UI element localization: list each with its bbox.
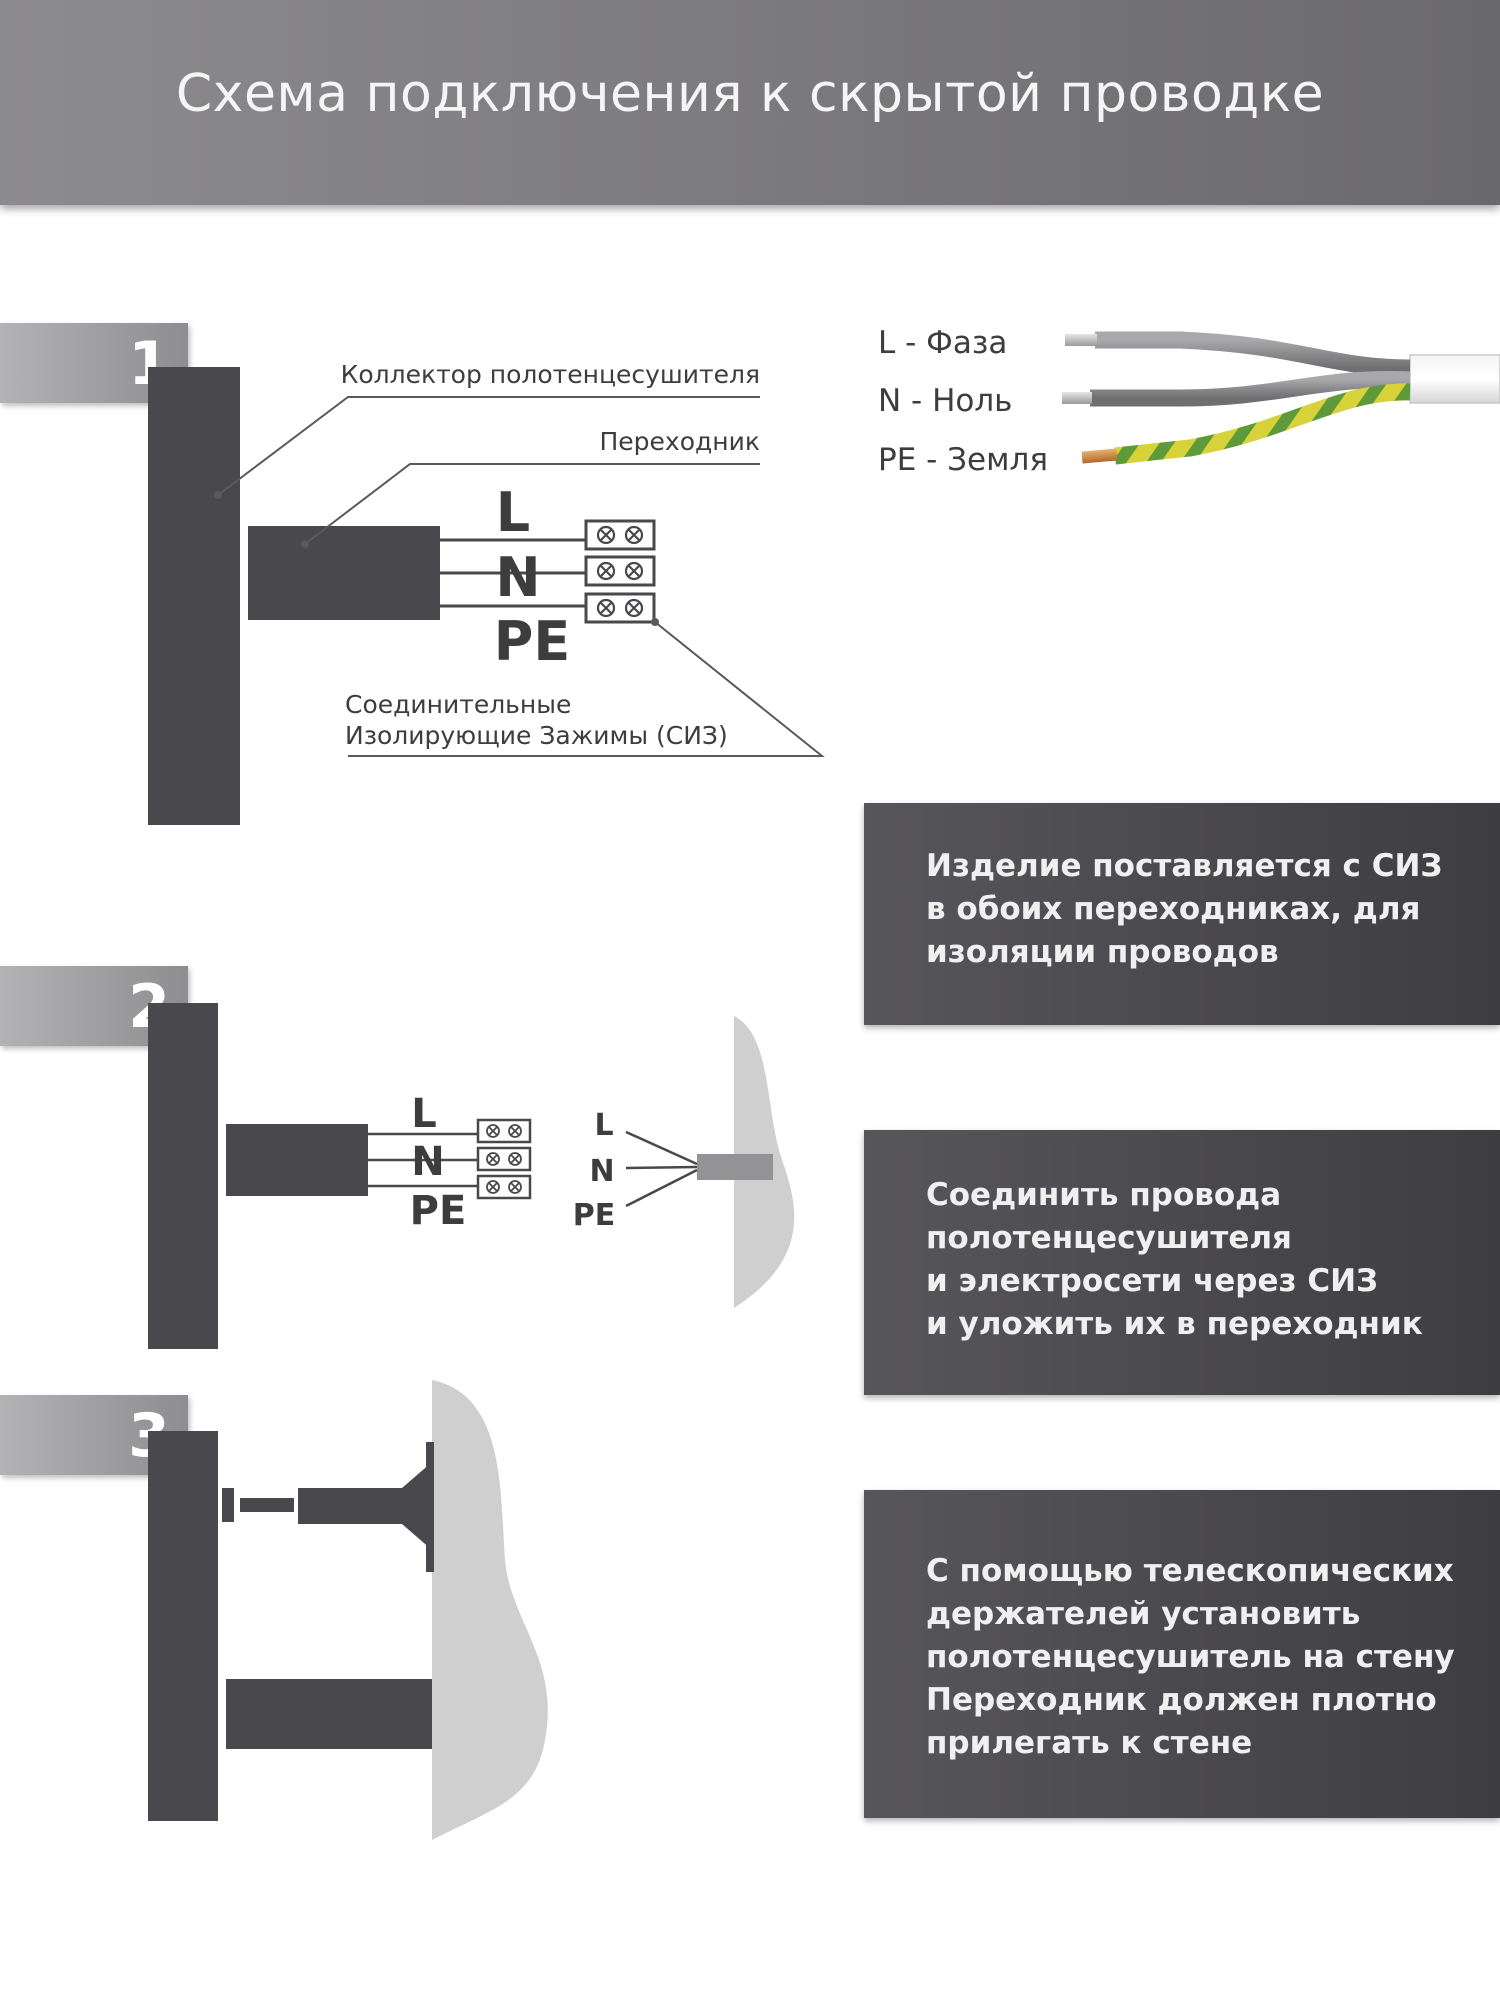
- step-2-wall-label-l: L: [594, 1108, 613, 1143]
- step-2-collector: [148, 1003, 218, 1349]
- telescopic-holder-body: [298, 1488, 402, 1524]
- cable-legend: L - Фаза N - Ноль PE - Земля: [878, 325, 1500, 478]
- info-box-3-line: прилегать к стене: [926, 1725, 1253, 1761]
- cable-wire-pe: [1114, 383, 1411, 465]
- adapter-label: Переходник: [600, 427, 761, 456]
- step-1-adapter: [248, 526, 440, 620]
- info-box-2-line: Соединить провода: [926, 1177, 1282, 1213]
- step-2-label-pe: PE: [410, 1188, 467, 1234]
- info-box-3-line: полотенцесушитель на стену: [926, 1639, 1455, 1675]
- legend-item-n: N - Ноль: [878, 383, 1012, 419]
- step-2-clamps: [476, 1118, 532, 1200]
- step-1-label-n: N: [495, 546, 540, 609]
- legend-item-pe: PE - Земля: [878, 442, 1048, 478]
- cable-tip-n: [1062, 392, 1092, 404]
- info-box-3-line: держателей установить: [926, 1596, 1361, 1632]
- step-3-collector: [148, 1431, 218, 1821]
- step-2-wall-cable: [697, 1154, 773, 1180]
- collector-leader-line: [217, 396, 760, 496]
- info-box-1: Изделие поставляется с СИЗ в обоих перех…: [864, 803, 1500, 1025]
- cable-tip-l: [1065, 334, 1097, 346]
- info-box-3: С помощью телескопических держателей уст…: [864, 1490, 1500, 1818]
- info-box-1-line: Изделие поставляется с СИЗ: [926, 848, 1443, 884]
- step-2-mains-wire-n: [625, 1165, 698, 1170]
- info-box-2-line: и уложить их в переходник: [926, 1306, 1423, 1342]
- step-3-diagram: [148, 1380, 548, 1840]
- telescopic-holder-plate: [426, 1442, 434, 1572]
- step-2-label-n: N: [411, 1139, 444, 1185]
- telescopic-holder-cone: [402, 1462, 432, 1550]
- info-box-2: Соединить провода полотенцесушителя и эл…: [864, 1130, 1500, 1395]
- cable-tip-pe: [1081, 448, 1118, 464]
- info-box-2-line: и электросети через СИЗ: [926, 1263, 1379, 1299]
- adapter-leader-dot: [301, 540, 309, 548]
- step-2-adapter: [226, 1124, 368, 1196]
- step-1-collector: [148, 367, 240, 825]
- step-3-adapter: [226, 1679, 432, 1749]
- cable-jacket: [1409, 354, 1500, 404]
- collector-leader-dot: [214, 491, 222, 499]
- step-1-label-l: L: [496, 481, 530, 544]
- info-box-1-text: Изделие поставляется с СИЗ в обоих перех…: [926, 845, 1480, 974]
- adapter-leader-line: [304, 463, 760, 545]
- header-banner: Схема подключения к скрытой проводке: [0, 0, 1500, 205]
- telescopic-holder-end: [222, 1488, 234, 1522]
- clamps-leader-line: [348, 621, 825, 757]
- cable-wire-l: [1095, 331, 1411, 377]
- info-box-1-line: изоляции проводов: [926, 934, 1279, 970]
- info-box-2-text: Соединить провода полотенцесушителя и эл…: [926, 1174, 1480, 1346]
- step-1-clamps: [584, 519, 656, 624]
- legend-item-l: L - Фаза: [878, 325, 1007, 361]
- info-box-3-line: С помощью телескопических: [926, 1553, 1454, 1589]
- cable-wire-n: [1090, 371, 1411, 407]
- step-2-mains-wire-pe: [625, 1168, 698, 1208]
- step-1-label-pe: PE: [494, 610, 570, 673]
- step-2-mains-wire-l: [625, 1130, 698, 1166]
- step-2-label-l: L: [411, 1091, 437, 1137]
- info-box-1-line: в обоих переходниках, для: [926, 891, 1421, 927]
- clamps-label-line1: Соединительные: [345, 690, 571, 719]
- clamps-leader-dot: [651, 618, 659, 626]
- telescopic-holder-rod: [240, 1498, 294, 1512]
- clamps-label-line2: Изолирующие Зажимы (СИЗ): [345, 721, 728, 750]
- step-2-wall-label-pe: PE: [573, 1198, 615, 1233]
- info-box-3-line: Переходник должен плотно: [926, 1682, 1437, 1718]
- page-title: Схема подключения к скрытой проводке: [175, 64, 1325, 124]
- step-2-wall-label-n: N: [589, 1154, 614, 1189]
- info-box-3-text: С помощью телескопических держателей уст…: [926, 1550, 1480, 1765]
- info-box-2-line: полотенцесушителя: [926, 1220, 1292, 1256]
- step-2-diagram: L N PE L N PE: [148, 1003, 795, 1349]
- step-3-wall: [432, 1380, 548, 1840]
- step-1-diagram: L N PE Коллектор полотенцесушителя Перех…: [148, 360, 825, 825]
- collector-label: Коллектор полотенцесушителя: [341, 360, 760, 389]
